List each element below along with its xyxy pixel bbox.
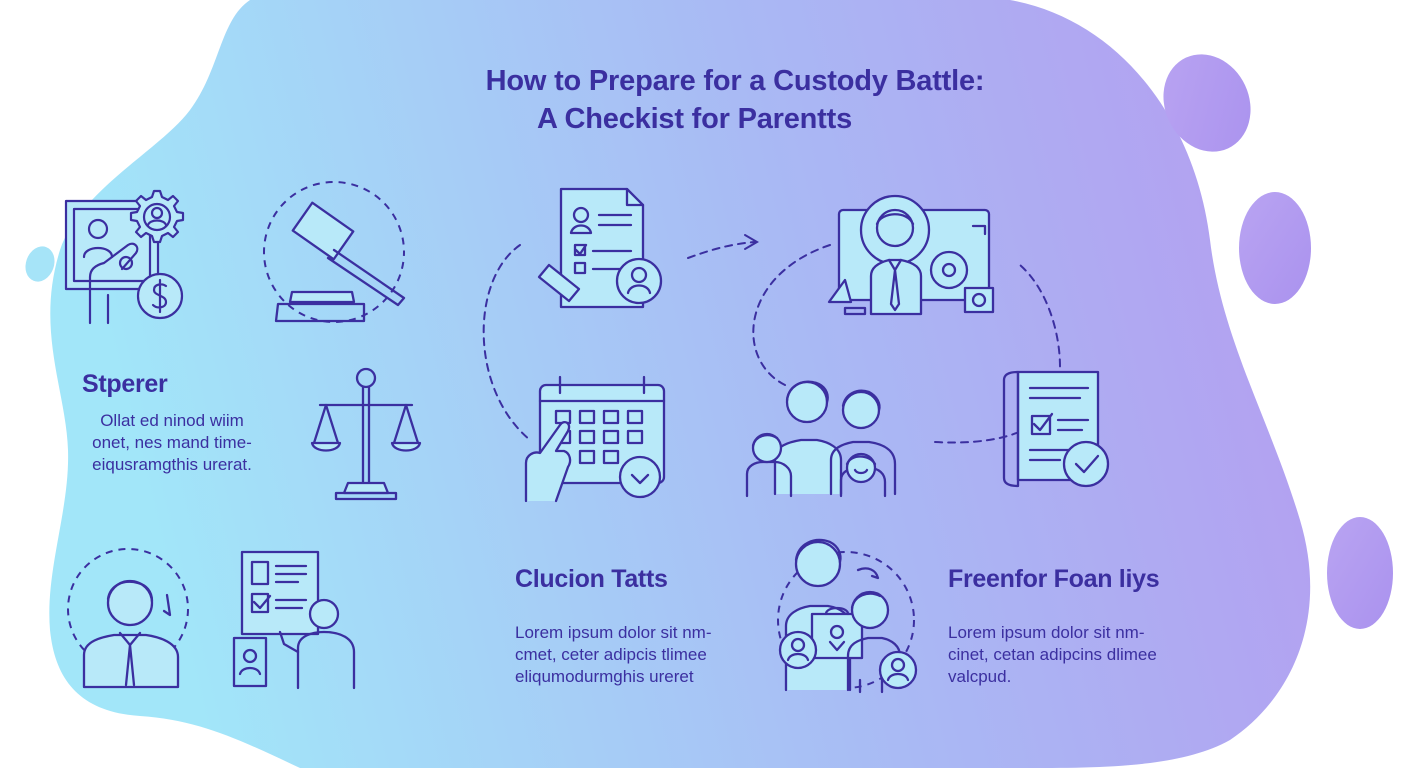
gavel-icon [262,180,412,330]
family-icon [745,372,905,497]
page-title: How to Prepare for a Custody Battle: A C… [380,62,1090,138]
section-text-middle: Lorem ipsum dolor sit nm- cmet, ceter ad… [515,622,765,688]
title-line-1: How to Prepare for a Custody Battle: [485,65,985,97]
section-text-right: Lorem ipsum dolor sit nm- cinet, cetan a… [948,622,1198,688]
section-text-middle-line: eliqumodurmghis ureret [515,667,694,686]
section-text-left: Ollat ed ninod wiim onet, nes mand time-… [72,410,272,476]
section-heading-left: Stperer [82,370,168,398]
section-text-right-line: valcpud. [948,667,1012,686]
title-line-2: A Checkist for Parentts [537,103,853,135]
signed-document-icon [1000,368,1115,493]
scales-of-justice-icon [312,365,422,500]
section-text-middle-line: cmet, ceter adipcis tlimee [515,645,707,664]
evidence-checklist-icon [232,548,367,693]
section-text-left-line: onet, nes mand time- [92,433,252,452]
calendar-icon [520,375,670,505]
lawyer-icon [62,545,202,690]
section-heading-middle: Clucion Tatts [515,565,668,593]
section-text-left-line: eiqusramgthis urerat. [92,455,252,474]
co-parenting-icon [772,530,927,695]
section-heading-right: Freenfor Foan liys [948,565,1160,593]
section-text-middle-line: Lorem ipsum dolor sit nm- [515,623,712,642]
professional-icon [825,190,1010,320]
section-text-right-line: Lorem ipsum dolor sit nm- [948,623,1145,642]
presentation-money-icon [62,185,212,325]
section-text-right-line: cinet, cetan adipcins dlimee [948,645,1157,664]
section-text-left-line: Ollat ed ninod wiim [100,411,244,430]
document-checklist-icon [535,185,675,315]
